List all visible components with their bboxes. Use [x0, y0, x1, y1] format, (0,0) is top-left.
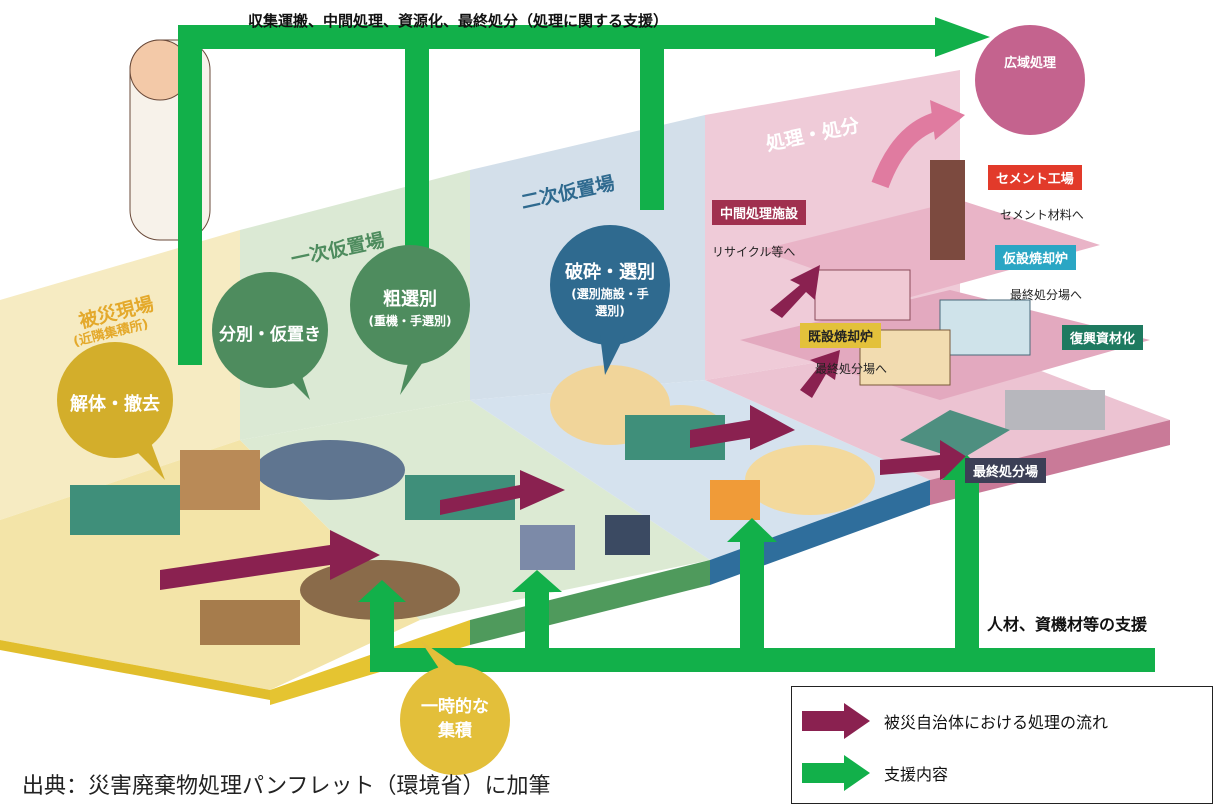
conveyor-tower [930, 160, 965, 260]
top-main-line [178, 25, 943, 49]
house-1 [180, 450, 260, 510]
flow-arrow-landfill [880, 440, 975, 480]
bubble-sorting-tail [285, 370, 310, 400]
flow-arrow-up [770, 265, 820, 318]
recycle-blocks [1005, 390, 1105, 430]
note-intermediate: リサイクル等へ [712, 245, 796, 259]
bottom-up-2-head [512, 570, 562, 592]
support-bottom-caption: 人材、資機材等の支援 [987, 615, 1148, 634]
bubble-rough-sort-tail [400, 352, 430, 395]
legend-support-label: 支援内容 [884, 765, 949, 784]
legend-support-arrow-icon [802, 755, 870, 791]
bubble-demolition-shape [57, 342, 173, 458]
legend: 被災自治体における処理の流れ 支援内容 [791, 686, 1213, 804]
drums [605, 515, 650, 555]
bubble-demolition-label: 解体・撤去 [70, 394, 160, 415]
bottom-up-4 [955, 478, 979, 670]
tag-intermediate: 中間処理施設 [712, 200, 807, 225]
support-arrows-bottom [358, 455, 1155, 672]
source-note: 出典：災害廃棄物処理パンフレット（環境省）に加筆 [22, 774, 551, 799]
bubble-temporary-label: 一時的な集積 [421, 697, 489, 741]
legend-flow-arrow-icon [802, 703, 870, 739]
bubbles [57, 25, 1085, 775]
bottom-up-3-head [727, 518, 777, 542]
bottom-up-1-head [358, 580, 406, 602]
note-cement: セメント材料へ [1000, 208, 1084, 222]
bottom-up-2 [525, 590, 549, 670]
bubble-rough-sort-label: 粗選別 [383, 289, 437, 310]
flow-arrow-2 [440, 470, 565, 515]
top-drop-1 [178, 25, 202, 365]
edge-yellow [0, 640, 270, 700]
bubble-temporary-shape [400, 665, 510, 775]
bubble-crush-shape [550, 225, 670, 345]
wide-area-arrowhead [930, 100, 965, 140]
temp-incinerator-plant [939, 299, 1031, 356]
flow-arrow-3 [690, 405, 795, 450]
landfill-pit [900, 410, 1010, 460]
bottom-up-1 [370, 600, 394, 670]
tag-existing-incinerator: 既設焼却炉 [800, 323, 882, 348]
legend-row-flow: 被災自治体における処理の流れ [792, 701, 1212, 741]
flow-arrows [160, 265, 975, 590]
tag-temp-incinerator: 仮設焼却炉 [995, 245, 1077, 270]
bottom-up-3 [740, 540, 764, 670]
note-temp-incinerator: 最終処分場へ [1010, 288, 1083, 302]
intermediate-plant [814, 269, 911, 321]
edge-blue [710, 480, 930, 585]
tag-cement: セメント工場 [988, 165, 1082, 190]
debris-pile-primary [255, 440, 405, 500]
support-top-caption: 収集運搬、中間処理、資源化、最終処分（処理に関する支援） [248, 12, 669, 30]
top-drop-2 [405, 25, 429, 255]
tag-recovery: 復興資材化 [1062, 325, 1144, 350]
sorted-bins [520, 525, 575, 570]
sand-mound-2 [745, 445, 875, 515]
legend-flow-label: 被災自治体における処理の流れ [884, 713, 1109, 732]
edge-pink [930, 420, 1170, 505]
bubble-wide-area-shape [975, 25, 1085, 135]
tag-landfill: 最終処分場 [965, 458, 1047, 483]
flow-arrow-mid [800, 350, 840, 398]
bubble-crush-tail [600, 335, 625, 375]
truck-1 [70, 485, 180, 535]
flow-arrow-1 [160, 530, 380, 590]
orange-blocks [710, 480, 760, 520]
bubble-demolition-tail [130, 440, 165, 480]
bubble-wide-area-label: 広域処理 [1003, 56, 1056, 71]
top-drop-3 [640, 25, 664, 210]
bubble-sorting-label: 分別・仮置き [219, 325, 321, 345]
bubble-crush-sublabel: (選別施設・手選別) [571, 287, 649, 318]
bubble-rough-sort-shape [350, 245, 470, 365]
wide-area-arrow [871, 111, 943, 189]
bubble-crush-label: 破砕・選別 [565, 262, 655, 283]
legend-row-support: 支援内容 [792, 753, 1212, 793]
support-arrows-top [178, 17, 990, 365]
note-existing-incinerator: 最終処分場へ [815, 362, 888, 376]
top-arrowhead [935, 17, 990, 57]
bubble-rough-sort-sublabel: (重機・手選別) [368, 314, 452, 328]
bubble-temporary-tail [420, 640, 460, 670]
house-2 [200, 600, 300, 645]
bubble-sorting-shape [212, 272, 328, 388]
